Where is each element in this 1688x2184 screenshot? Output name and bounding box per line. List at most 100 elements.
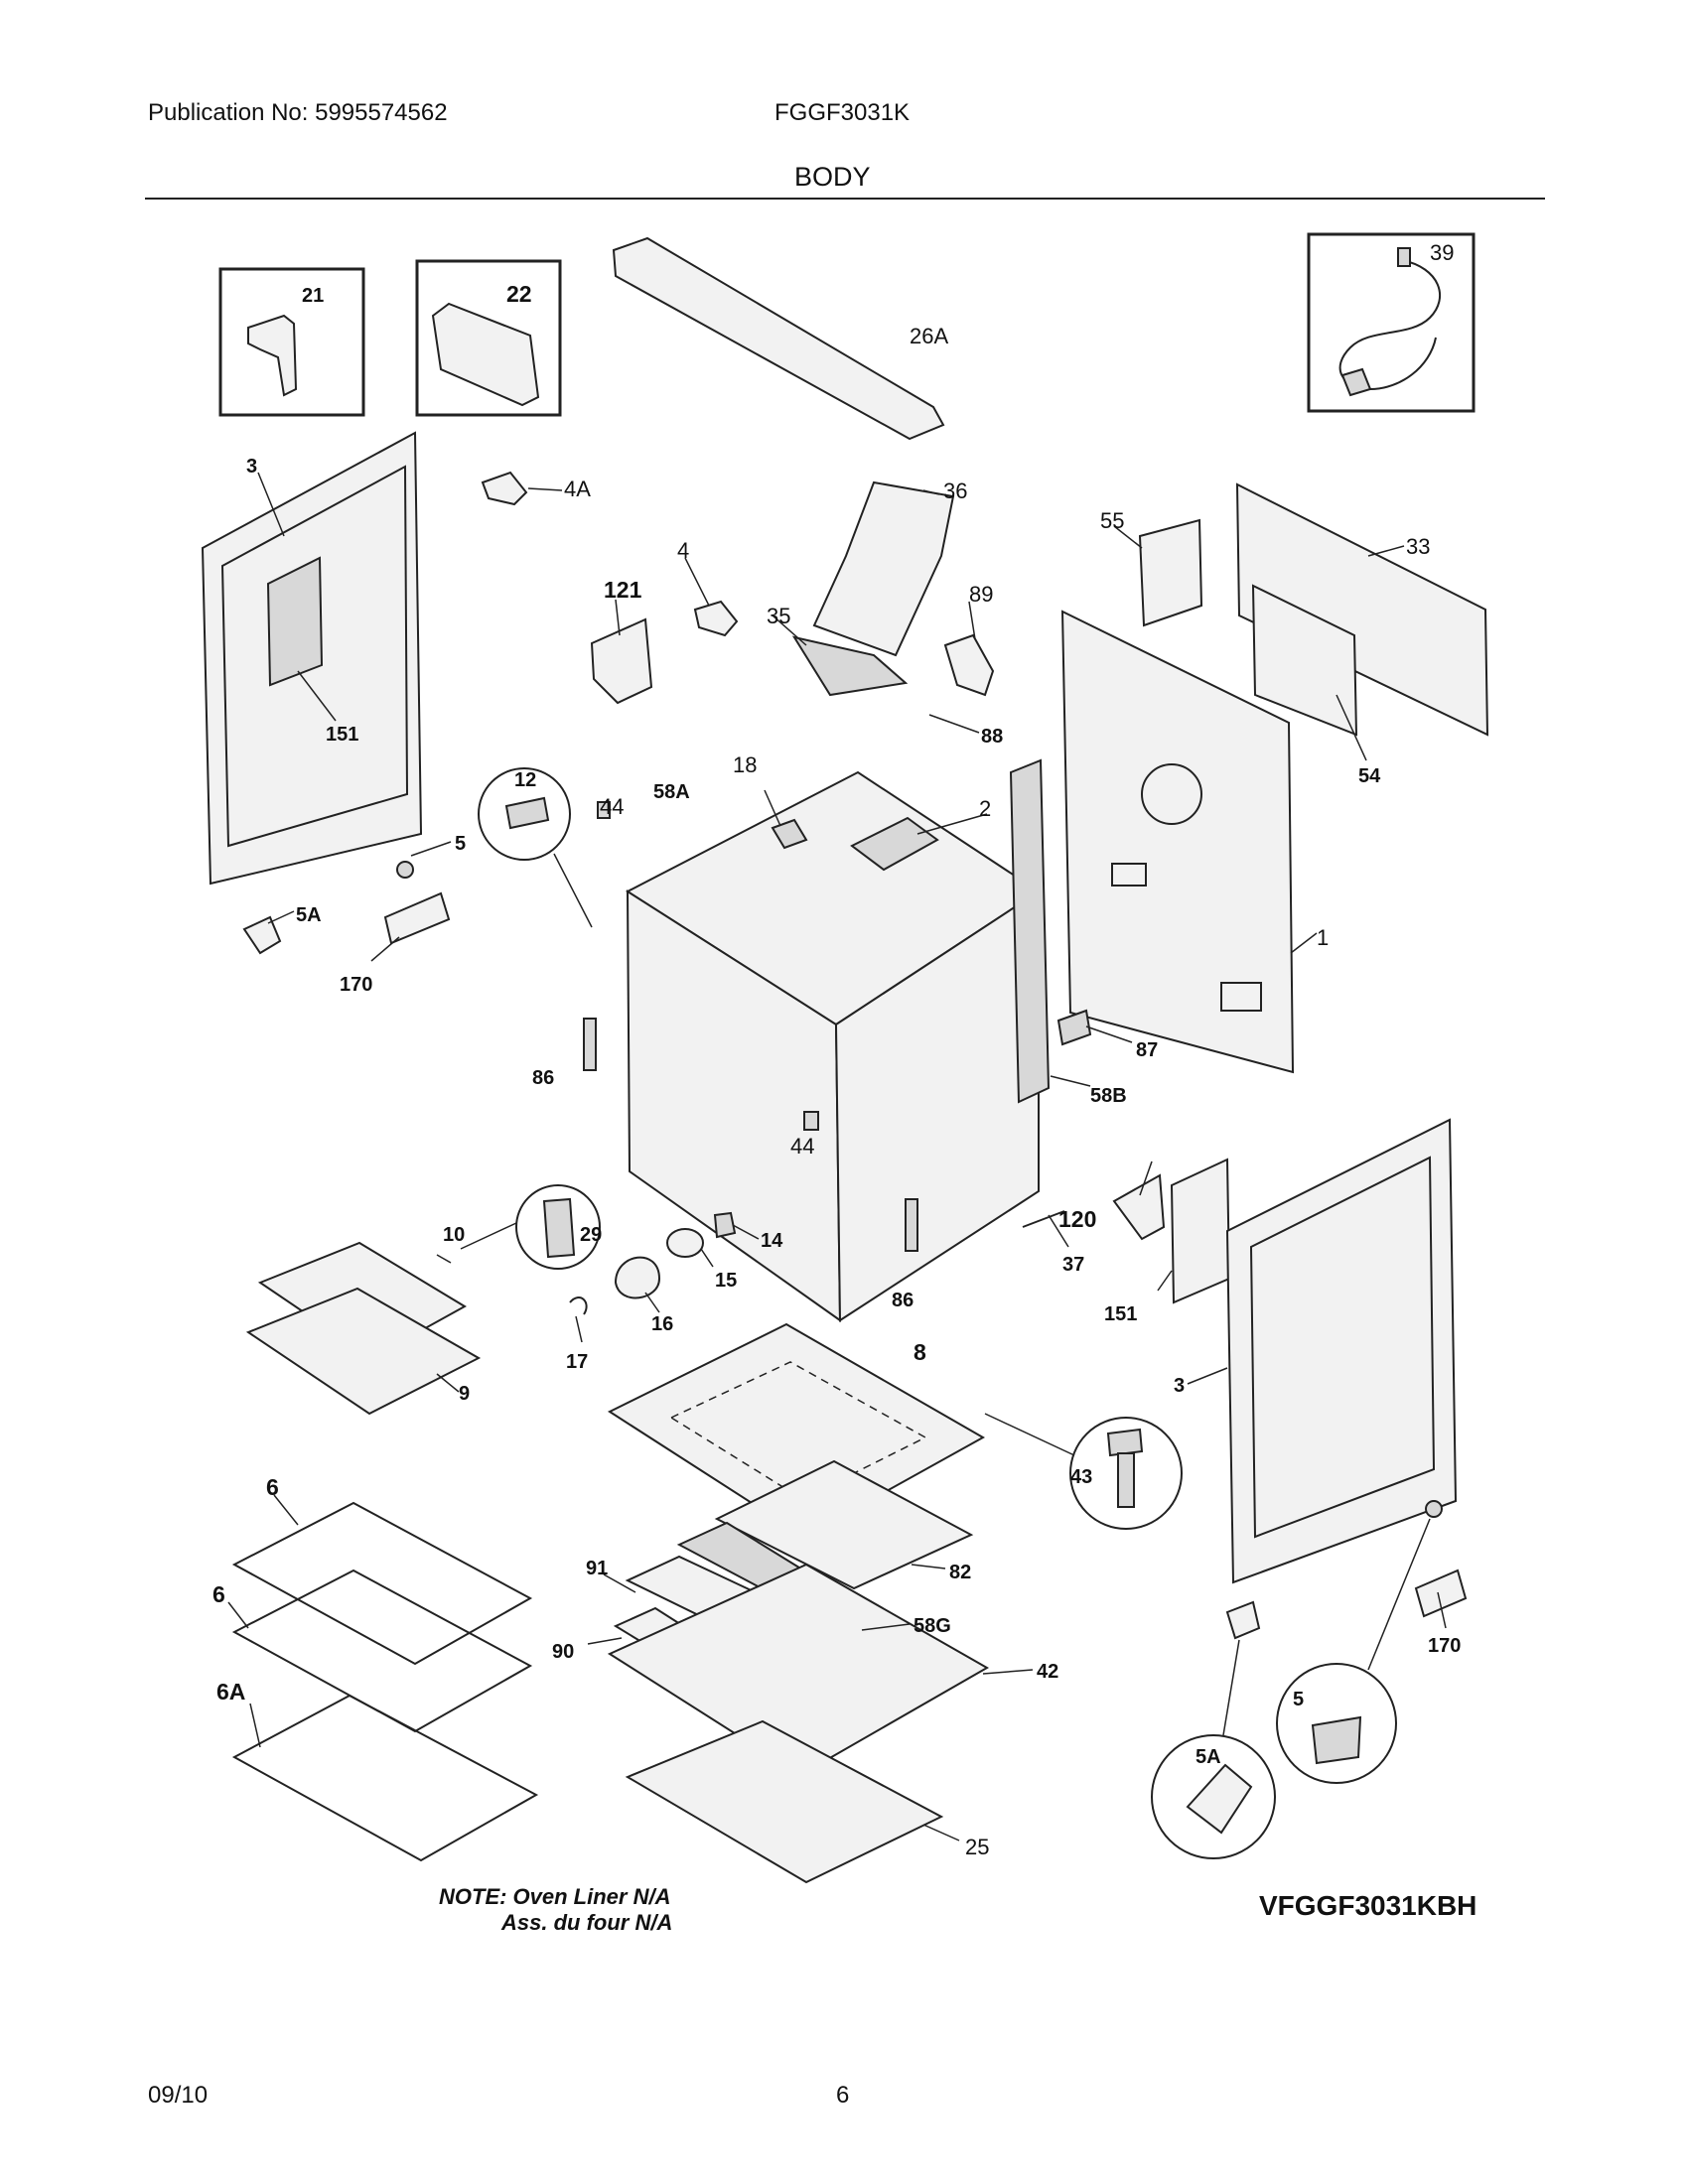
label-part-33: 33 bbox=[1406, 534, 1430, 559]
label-part-4A: 4A bbox=[564, 477, 591, 501]
part-1-vent bbox=[1141, 763, 1202, 825]
part-25-leader bbox=[922, 1824, 960, 1842]
note-oven-liner-french: Ass. du four N/A bbox=[501, 1910, 673, 1935]
part-16-lens bbox=[614, 1256, 661, 1299]
label-part-91: 91 bbox=[586, 1558, 608, 1579]
part-3-left-leader bbox=[257, 472, 285, 537]
part-14-leader bbox=[732, 1224, 760, 1240]
part-18-leader bbox=[764, 789, 781, 827]
label-part-58B: 58B bbox=[1090, 1085, 1127, 1107]
label-part-86-left: 86 bbox=[532, 1067, 554, 1089]
label-part-170-right: 170 bbox=[1428, 1635, 1461, 1657]
label-part-10: 10 bbox=[443, 1224, 465, 1246]
label-part-121: 121 bbox=[604, 577, 642, 603]
label-part-22: 22 bbox=[506, 281, 532, 307]
label-part-42: 42 bbox=[1037, 1661, 1058, 1683]
part-21-bracket bbox=[247, 314, 298, 397]
inset-box-22 bbox=[415, 259, 562, 417]
part-5-right-screw bbox=[1425, 1500, 1443, 1518]
label-part-29: 29 bbox=[580, 1224, 602, 1246]
part-120-bracket bbox=[1112, 1173, 1166, 1241]
part-87-connector bbox=[1056, 1009, 1092, 1046]
part-54-plate bbox=[1251, 584, 1358, 737]
part-5A-right-leg bbox=[1225, 1600, 1261, 1640]
part-17-clip bbox=[569, 1297, 588, 1315]
part-86-right bbox=[905, 1198, 918, 1252]
part-82-leader bbox=[911, 1564, 946, 1570]
section-title: BODY bbox=[794, 162, 871, 192]
label-part-170-left: 170 bbox=[340, 974, 372, 996]
part-25-floor-plate bbox=[625, 1719, 944, 1884]
oven-body-right-face bbox=[834, 889, 1040, 1322]
label-part-88: 88 bbox=[981, 726, 1003, 748]
part-89-bracket bbox=[943, 633, 995, 697]
inset-box-21 bbox=[218, 267, 365, 417]
label-part-90: 90 bbox=[552, 1641, 574, 1663]
publication-number: Publication No: 5995574562 bbox=[148, 99, 448, 126]
part-14-socket bbox=[713, 1211, 737, 1239]
part-120-leader bbox=[1139, 1160, 1153, 1196]
part-151-left-leader bbox=[297, 670, 337, 722]
part-6-mid-leader bbox=[227, 1601, 249, 1629]
part-8-oven-bottom bbox=[607, 1322, 986, 1539]
model-number: FGGF3031K bbox=[774, 99, 911, 126]
label-part-14: 14 bbox=[761, 1230, 783, 1252]
part-43-screw-shank bbox=[1117, 1452, 1135, 1508]
label-part-151-left: 151 bbox=[326, 724, 358, 746]
label-part-36: 36 bbox=[943, 478, 967, 503]
label-part-6-mid: 6 bbox=[212, 1581, 225, 1607]
label-part-2: 2 bbox=[979, 796, 991, 821]
part-10-leader bbox=[436, 1254, 452, 1264]
label-part-9: 9 bbox=[459, 1383, 470, 1405]
part-5-detail-circle bbox=[1276, 1663, 1397, 1784]
label-part-3-left: 3 bbox=[246, 456, 257, 478]
label-part-54: 54 bbox=[1358, 765, 1381, 787]
label-part-5A-right: 5A bbox=[1196, 1746, 1221, 1768]
part-26A-top-rail bbox=[612, 236, 945, 441]
part-12-valve bbox=[504, 796, 550, 830]
part-29-socket bbox=[542, 1197, 576, 1259]
part-15-leader bbox=[700, 1248, 714, 1268]
part-37-wire bbox=[1022, 1210, 1065, 1228]
part-42-leader bbox=[982, 1669, 1034, 1675]
part-5A-right-leader bbox=[1222, 1639, 1240, 1736]
label-part-16: 16 bbox=[651, 1313, 673, 1335]
diagram-code: VFGGF3031KBH bbox=[1259, 1890, 1477, 1921]
label-part-8: 8 bbox=[914, 1339, 926, 1365]
label-part-21: 21 bbox=[302, 285, 324, 307]
label-part-25: 25 bbox=[965, 1835, 989, 1859]
label-part-37: 37 bbox=[1062, 1254, 1084, 1276]
part-44-mid bbox=[803, 1111, 819, 1131]
part-3-right-panel-inner bbox=[1249, 1156, 1436, 1539]
part-9-leader bbox=[436, 1373, 460, 1393]
part-18-clip bbox=[771, 818, 808, 850]
part-6A-leader bbox=[249, 1703, 261, 1748]
part-58G-leader bbox=[861, 1623, 911, 1631]
part-86-left bbox=[583, 1018, 597, 1071]
label-part-89: 89 bbox=[969, 582, 993, 607]
part-1-cutout-b bbox=[1220, 982, 1262, 1012]
part-35-leader bbox=[772, 614, 807, 646]
part-151-right-leader bbox=[1157, 1270, 1173, 1292]
label-part-5-right: 5 bbox=[1293, 1689, 1304, 1710]
note-oven-liner: NOTE: Oven Liner N/A bbox=[439, 1884, 671, 1909]
part-121-bracket bbox=[590, 617, 653, 705]
label-part-44-top: 44 bbox=[600, 794, 624, 819]
part-5-left-screw bbox=[396, 861, 414, 879]
label-part-12: 12 bbox=[514, 769, 536, 791]
part-88-leader bbox=[928, 714, 980, 734]
part-89-leader bbox=[968, 601, 976, 640]
label-part-3-right: 3 bbox=[1174, 1375, 1185, 1397]
part-58B-side-insulation bbox=[1009, 758, 1051, 1104]
part-3-right-side-panel bbox=[1225, 1118, 1458, 1584]
part-29-detail-circle bbox=[515, 1184, 601, 1270]
part-55-leader bbox=[1113, 525, 1143, 549]
label-part-17: 17 bbox=[566, 1351, 588, 1373]
label-part-4: 4 bbox=[677, 538, 689, 563]
part-36-flue-duct bbox=[812, 480, 955, 657]
part-4-leader bbox=[684, 557, 710, 607]
inset-box-39 bbox=[1307, 232, 1476, 413]
label-part-1: 1 bbox=[1317, 925, 1329, 950]
part-5-leveling-leg bbox=[1311, 1715, 1362, 1765]
